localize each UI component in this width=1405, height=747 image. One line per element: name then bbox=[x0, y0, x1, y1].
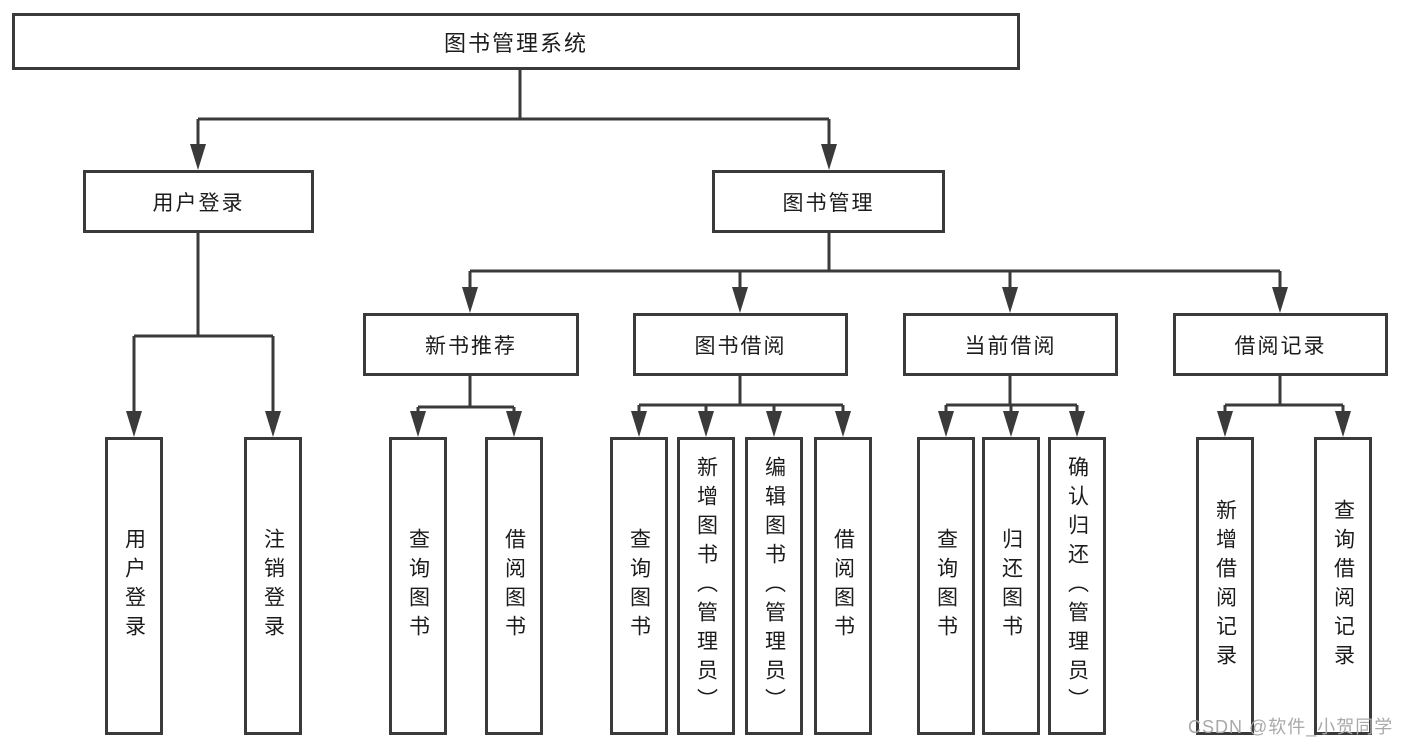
leaf-logout-label: 注销登录 bbox=[261, 528, 285, 644]
node-current-borrow: 当前借阅 bbox=[903, 313, 1118, 376]
node-book-mgmt: 图书管理 bbox=[712, 170, 945, 233]
arrowheads-level2 bbox=[190, 144, 837, 170]
arrowheads-borrow-record-leaves bbox=[1217, 411, 1351, 437]
leaf-record-query: 查询借阅记录 bbox=[1314, 437, 1372, 735]
leaf-record-query-label: 查询借阅记录 bbox=[1331, 499, 1355, 673]
leaf-borrow-borrow: 借阅图书 bbox=[814, 437, 872, 735]
leaf-borrow-add-admin: 新增图书（管理员） bbox=[677, 437, 735, 735]
arrowhead bbox=[835, 411, 851, 437]
leaf-current-query-label: 查询图书 bbox=[934, 528, 958, 644]
leaf-user-login-label: 用户登录 bbox=[122, 528, 146, 644]
node-new-book: 新书推荐 bbox=[363, 313, 579, 376]
leaf-borrow-edit-admin: 编辑图书（管理员） bbox=[745, 437, 803, 735]
connector-borrow-record-to-leaves bbox=[1223, 376, 1345, 413]
arrowhead bbox=[1335, 411, 1351, 437]
arrowhead bbox=[766, 411, 782, 437]
arrowhead bbox=[1003, 411, 1019, 437]
leaf-current-confirm-admin-label: 确认归还（管理员） bbox=[1065, 455, 1089, 717]
connector-user-login-to-leaves bbox=[132, 233, 275, 413]
arrowhead bbox=[190, 144, 206, 170]
leaf-borrow-borrow-label: 借阅图书 bbox=[831, 528, 855, 644]
leaf-current-confirm-admin: 确认归还（管理员） bbox=[1048, 437, 1106, 735]
arrowhead bbox=[1002, 287, 1018, 313]
node-book-borrow: 图书借阅 bbox=[633, 313, 848, 376]
connector-root-to-level2 bbox=[196, 70, 831, 146]
connector-current-borrow-to-leaves bbox=[944, 376, 1079, 413]
leaf-current-return-label: 归还图书 bbox=[999, 528, 1023, 644]
arrowhead bbox=[410, 411, 426, 437]
arrowhead bbox=[506, 411, 522, 437]
leaf-current-query: 查询图书 bbox=[917, 437, 975, 735]
arrowhead bbox=[1272, 287, 1288, 313]
node-root-label: 图书管理系统 bbox=[443, 30, 588, 56]
csdn-watermark: CSDN @软件_小贺同学 bbox=[1188, 717, 1394, 737]
arrowheads-current-borrow-leaves bbox=[938, 411, 1085, 437]
arrowhead bbox=[698, 411, 714, 437]
node-current-borrow-label: 当前借阅 bbox=[964, 334, 1057, 358]
leaf-borrow-query-label: 查询图书 bbox=[627, 528, 651, 644]
node-root: 图书管理系统 bbox=[12, 13, 1020, 70]
arrowhead bbox=[821, 144, 837, 170]
leaf-borrow-query: 查询图书 bbox=[610, 437, 668, 735]
node-book-borrow-label: 图书借阅 bbox=[694, 334, 787, 358]
arrowhead bbox=[938, 411, 954, 437]
leaf-borrow-add-admin-label: 新增图书（管理员） bbox=[694, 455, 718, 717]
leaf-newbook-borrow: 借阅图书 bbox=[485, 437, 543, 735]
arrowhead bbox=[1069, 411, 1085, 437]
arrowheads-new-book-leaves bbox=[410, 411, 522, 437]
arrowhead bbox=[126, 411, 142, 437]
arrowhead bbox=[732, 287, 748, 313]
leaf-logout: 注销登录 bbox=[244, 437, 302, 735]
leaf-newbook-borrow-label: 借阅图书 bbox=[502, 528, 526, 644]
leaf-borrow-edit-admin-label: 编辑图书（管理员） bbox=[762, 455, 786, 717]
leaf-newbook-query-label: 查询图书 bbox=[406, 528, 430, 644]
node-borrow-record-label: 借阅记录 bbox=[1234, 334, 1327, 358]
arrowhead bbox=[1217, 411, 1233, 437]
node-user-login: 用户登录 bbox=[83, 170, 314, 233]
arrowheads-book-borrow-leaves bbox=[631, 411, 851, 437]
leaf-user-login: 用户登录 bbox=[105, 437, 163, 735]
arrowhead bbox=[631, 411, 647, 437]
node-borrow-record: 借阅记录 bbox=[1173, 313, 1388, 376]
connector-book-borrow-to-leaves bbox=[637, 376, 845, 413]
leaf-record-add-label: 新增借阅记录 bbox=[1213, 499, 1237, 673]
connector-new-book-to-leaves bbox=[416, 376, 516, 413]
arrowheads-level3 bbox=[462, 287, 1288, 313]
arrowhead bbox=[462, 287, 478, 313]
arrowhead bbox=[265, 411, 281, 437]
arrowheads-user-login-leaves bbox=[126, 411, 281, 437]
leaf-current-return: 归还图书 bbox=[982, 437, 1040, 735]
node-user-login-label: 用户登录 bbox=[152, 191, 245, 215]
node-new-book-label: 新书推荐 bbox=[425, 334, 517, 358]
leaf-newbook-query: 查询图书 bbox=[389, 437, 447, 735]
node-book-mgmt-label: 图书管理 bbox=[782, 191, 875, 215]
connector-book-mgmt-to-level3 bbox=[468, 233, 1282, 289]
leaf-record-add: 新增借阅记录 bbox=[1196, 437, 1254, 735]
